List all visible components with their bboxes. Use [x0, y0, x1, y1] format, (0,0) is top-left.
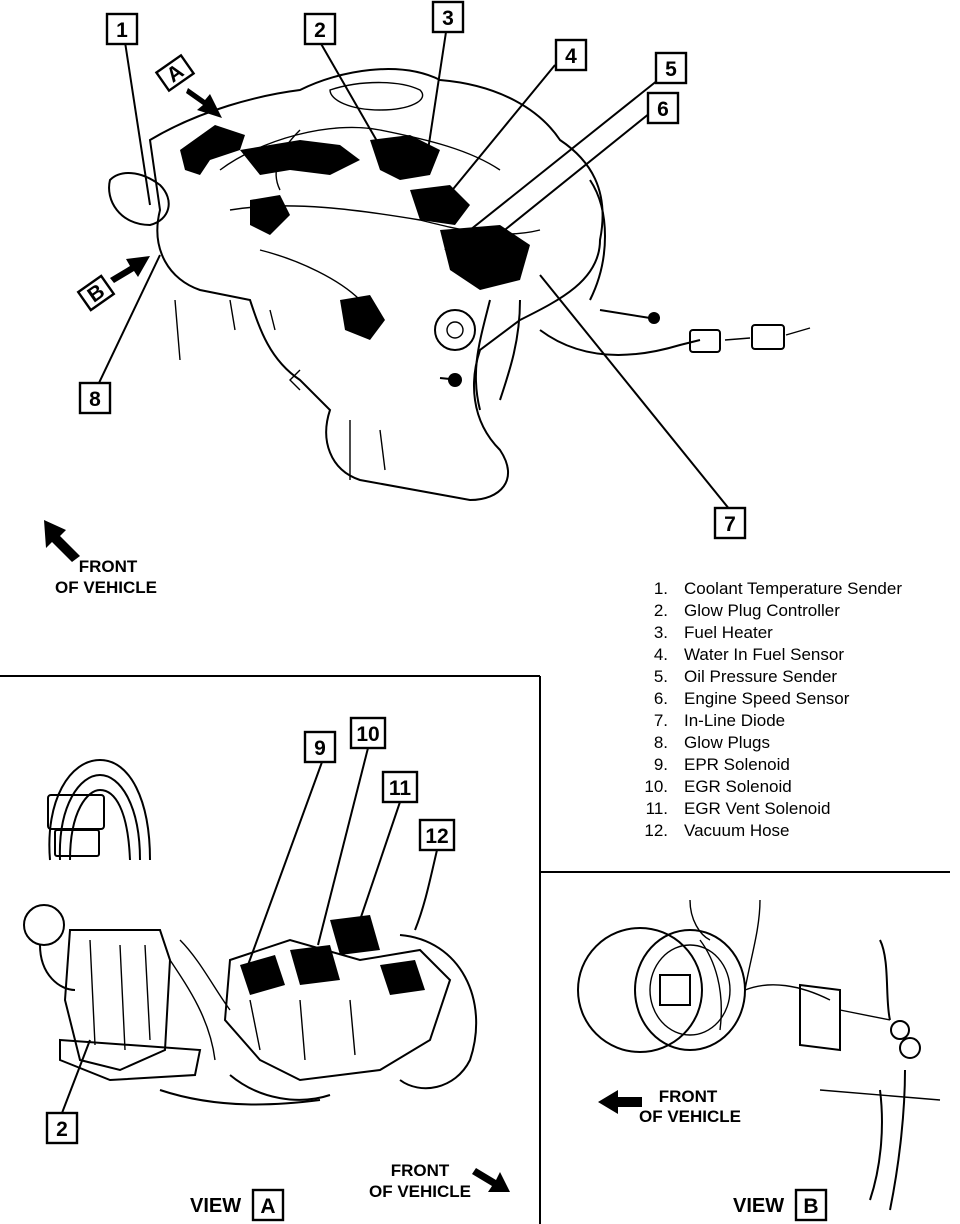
- legend-item: 6. Engine Speed Sensor: [654, 689, 850, 708]
- front-of-vehicle-main: FRONT OF VEHICLE: [44, 520, 157, 597]
- svg-text:VIEW: VIEW: [733, 1195, 784, 1217]
- callout-6: 6: [646, 91, 680, 125]
- legend-number: 12.: [644, 821, 668, 840]
- legend-item: 10. EGR Solenoid: [644, 777, 791, 796]
- legend-label: EGR Vent Solenoid: [684, 799, 830, 818]
- svg-text:B: B: [803, 1195, 818, 1218]
- callout-2-view-a: 2: [45, 1111, 79, 1145]
- front-of-vehicle-view-a: FRONT OF VEHICLE: [369, 1161, 510, 1201]
- svg-text:OF VEHICLE: OF VEHICLE: [639, 1107, 741, 1126]
- svg-text:VIEW: VIEW: [190, 1195, 241, 1217]
- legend-label: Engine Speed Sensor: [684, 689, 850, 708]
- legend-item: 12. Vacuum Hose: [644, 821, 789, 840]
- svg-text:6: 6: [657, 98, 669, 121]
- callout-9: 9: [303, 730, 337, 764]
- panel-dividers: [0, 675, 950, 1224]
- view-b-arrow-icon: [110, 256, 150, 283]
- legend-label: EPR Solenoid: [684, 755, 790, 774]
- svg-text:FRONT: FRONT: [391, 1161, 450, 1180]
- svg-text:11: 11: [389, 777, 412, 800]
- view-a-drawing: [23, 758, 478, 1106]
- view-a-label: VIEW A: [190, 1188, 285, 1222]
- svg-text:OF VEHICLE: OF VEHICLE: [369, 1182, 471, 1201]
- svg-text:8: 8: [89, 388, 101, 411]
- legend-number: 9.: [654, 755, 668, 774]
- callout-12: 12: [418, 818, 456, 852]
- legend-number: 7.: [654, 711, 668, 730]
- legend-label: Glow Plugs: [684, 733, 770, 752]
- callout-1: 1: [105, 12, 139, 46]
- legend-number: 4.: [654, 645, 668, 664]
- legend-item: 2. Glow Plug Controller: [654, 601, 840, 620]
- legend-label: Vacuum Hose: [684, 821, 790, 840]
- legend-number: 3.: [654, 623, 668, 642]
- svg-text:FRONT: FRONT: [79, 557, 138, 576]
- legend-number: 1.: [654, 579, 668, 598]
- legend-number: 10.: [644, 777, 668, 796]
- legend: 1. Coolant Temperature Sender 2. Glow Plug …: [644, 579, 902, 840]
- main-leader-lines: [97, 31, 731, 511]
- svg-text:2: 2: [56, 1118, 68, 1141]
- legend-item: 7. In-Line Diode: [654, 711, 785, 730]
- legend-label: EGR Solenoid: [684, 777, 792, 796]
- view-a-leader-lines: [61, 747, 438, 1114]
- svg-text:OF VEHICLE: OF VEHICLE: [55, 578, 157, 597]
- legend-label: Water In Fuel Sensor: [684, 645, 844, 664]
- front-of-vehicle-view-b: FRONT OF VEHICLE: [598, 1087, 741, 1126]
- legend-label: In-Line Diode: [684, 711, 785, 730]
- callout-11: 11: [381, 770, 419, 804]
- callout-4: 4: [554, 38, 588, 72]
- svg-text:3: 3: [442, 7, 454, 30]
- callout-8: 8: [78, 381, 112, 415]
- front-arrow-icon: [472, 1168, 510, 1192]
- main-engine-drawing: [108, 68, 811, 502]
- legend-number: 6.: [654, 689, 668, 708]
- legend-item: 1. Coolant Temperature Sender: [654, 579, 903, 598]
- view-b-drawing: [577, 899, 941, 1211]
- svg-text:5: 5: [665, 58, 677, 81]
- legend-item: 8. Glow Plugs: [654, 733, 770, 752]
- front-arrow-icon: [598, 1090, 642, 1114]
- legend-item: 3. Fuel Heater: [654, 623, 773, 642]
- callout-3: 3: [431, 0, 465, 34]
- svg-text:7: 7: [724, 513, 736, 536]
- view-b-indicator: B: [76, 256, 150, 312]
- legend-number: 5.: [654, 667, 668, 686]
- callout-2: 2: [303, 12, 337, 46]
- legend-label: Fuel Heater: [684, 623, 773, 642]
- legend-item: 11. EGR Vent Solenoid: [646, 799, 831, 818]
- callout-7: 7: [713, 506, 747, 540]
- svg-text:10: 10: [356, 723, 379, 746]
- svg-text:2: 2: [314, 19, 326, 42]
- legend-number: 8.: [654, 733, 668, 752]
- front-arrow-icon: [44, 520, 80, 562]
- legend-item: 4. Water In Fuel Sensor: [654, 645, 845, 664]
- svg-text:A: A: [260, 1195, 275, 1218]
- legend-item: 5. Oil Pressure Sender: [654, 667, 838, 686]
- view-a-arrow-icon: [186, 88, 222, 118]
- svg-text:12: 12: [425, 825, 448, 848]
- legend-label: Oil Pressure Sender: [684, 667, 837, 686]
- view-a-indicator: A: [154, 53, 222, 118]
- view-b-label: VIEW B: [733, 1188, 828, 1222]
- legend-label: Glow Plug Controller: [684, 601, 840, 620]
- svg-text:9: 9: [314, 737, 326, 760]
- legend-label: Coolant Temperature Sender: [684, 579, 902, 598]
- legend-number: 2.: [654, 601, 668, 620]
- callout-10: 10: [349, 716, 387, 750]
- svg-text:1: 1: [116, 19, 128, 42]
- callout-5: 5: [654, 51, 688, 85]
- svg-text:FRONT: FRONT: [659, 1087, 718, 1106]
- legend-number: 11.: [646, 799, 668, 818]
- legend-item: 9. EPR Solenoid: [654, 755, 790, 774]
- svg-text:4: 4: [565, 45, 577, 68]
